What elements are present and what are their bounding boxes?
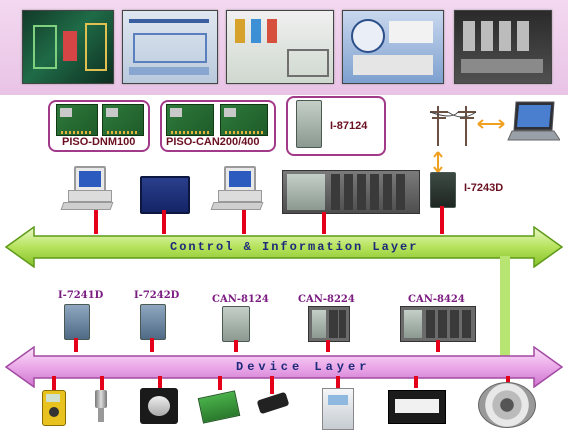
i8000-controller-rack-icon [282, 170, 420, 214]
i7243d-label: I-7243D [464, 182, 504, 194]
can8424-rack-icon [400, 306, 476, 342]
can8224-rack-icon [308, 306, 350, 342]
power-supply-icon [322, 388, 354, 430]
hmi-screenshot-banner [0, 0, 568, 95]
drop-line [218, 376, 222, 390]
controller-box-icon [388, 390, 446, 424]
can8124-label: CAN-8124 [212, 294, 269, 305]
device-layer-label: Device Layer [236, 360, 371, 374]
piso-dnm100-label: PISO-DNM100 [62, 136, 136, 148]
drop-line [150, 338, 154, 352]
piso-dnm100-card-image [102, 104, 144, 136]
drop-line [94, 210, 98, 234]
drop-line [158, 376, 162, 388]
pc-with-piso-dnm100-icon [60, 166, 114, 210]
drop-line [336, 376, 340, 388]
drop-line [440, 206, 444, 234]
drop-line [414, 376, 418, 388]
can8224-label: CAN-8224 [298, 294, 355, 305]
terminal-block-icon [197, 390, 241, 424]
layer-connector [500, 256, 510, 356]
i7241d-label: I-7241D [58, 290, 104, 301]
double-arrow-icon [477, 119, 505, 129]
i7242d-module-icon [140, 304, 166, 340]
hmi-screenshot-4 [342, 10, 444, 84]
i7242d-label: I-7242D [134, 290, 180, 301]
i7243d-module-icon [430, 172, 456, 208]
piso-can-card-image [220, 104, 268, 136]
can8124-module-icon [222, 306, 250, 342]
control-information-layer-band [4, 226, 564, 268]
drop-line [74, 338, 78, 352]
device-layer-band [4, 346, 564, 388]
load-cell-icon [478, 382, 536, 428]
can8424-label: CAN-8424 [408, 294, 465, 305]
vertical-double-arrow-icon [433, 151, 443, 173]
multimeter-icon [42, 390, 66, 426]
i87124-module-image [296, 100, 322, 148]
drop-line [242, 210, 246, 234]
hmi-screenshot-2 [122, 10, 218, 84]
drop-line [162, 210, 166, 234]
sensor-probe-icon [256, 391, 290, 415]
drop-line [270, 376, 274, 394]
drop-line [52, 376, 56, 390]
drop-line [436, 340, 440, 352]
hmi-screenshot-5 [454, 10, 552, 84]
i87124-label: I-87124 [330, 120, 368, 132]
hmi-screenshot-3 [226, 10, 334, 84]
level-sensor-icon [140, 388, 178, 424]
piso-dnm100-card-image [56, 104, 98, 136]
drop-line [326, 340, 330, 352]
hmi-screenshot-1 [22, 10, 114, 84]
i7241d-module-icon [64, 304, 90, 340]
control-information-layer-label: Control & Information Layer [170, 240, 419, 254]
piso-can-card-image [166, 104, 214, 136]
drop-line [322, 212, 326, 234]
drop-line [506, 376, 510, 386]
pressure-sensor-icon [92, 390, 110, 424]
drop-line [234, 340, 238, 352]
piso-can-label: PISO-CAN200/400 [166, 136, 260, 148]
drop-line [100, 376, 104, 390]
touch-panel-icon [140, 176, 190, 214]
pc-with-piso-can-icon [210, 166, 264, 210]
laptop-icon [507, 101, 560, 141]
utility-pole-icon [429, 106, 477, 146]
